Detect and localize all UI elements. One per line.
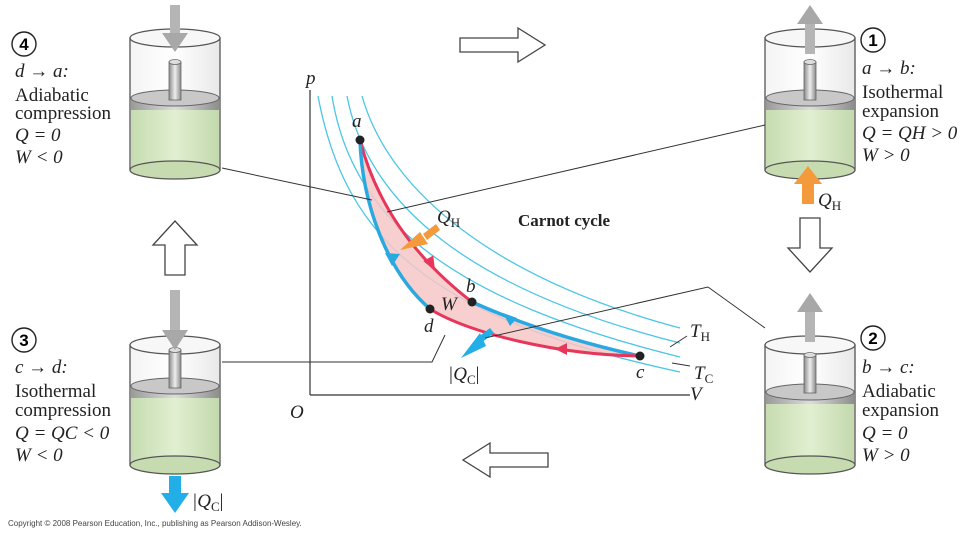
svg-text:W < 0: W < 0 <box>15 445 63 466</box>
step-2-label: 2 b → c: Adiabatic expansion Q = 0 W > 0 <box>860 325 940 466</box>
pv-diagram: QH |QC| <box>221 90 766 396</box>
work-out-arrow <box>797 5 823 24</box>
adiabat-bc <box>471 300 641 358</box>
diagram-title: Carnot cycle <box>518 211 611 230</box>
flow-arrow-right <box>459 26 547 64</box>
cylinder-step-3: |QC| <box>129 290 223 514</box>
origin-label: O <box>290 402 304 423</box>
isotherm-hot-ab <box>358 139 473 304</box>
work-label: W <box>441 294 459 315</box>
svg-text:W > 0: W > 0 <box>862 145 910 166</box>
tc-label: TC <box>694 363 713 386</box>
svg-text:QH: QH <box>818 190 841 213</box>
cylinder-step-4 <box>129 5 221 180</box>
qh-diagram-arrow <box>400 232 428 250</box>
svg-text:|QC|: |QC| <box>448 364 479 387</box>
copyright-notice: Copyright © 2008 Pearson Education, Inc.… <box>8 519 302 528</box>
cylinder-step-1: QH <box>764 5 856 213</box>
svg-text:W < 0: W < 0 <box>15 147 63 168</box>
svg-text:|QC|: |QC| <box>192 491 223 514</box>
v-axis-label: V <box>690 384 704 405</box>
step-1-badge <box>860 27 886 53</box>
isotherm-cold-cd <box>429 307 641 358</box>
svg-text:expansion: expansion <box>862 101 940 122</box>
connector-lines <box>221 124 766 363</box>
svg-text:QH: QH <box>437 207 460 230</box>
point-d <box>425 304 435 314</box>
svg-text:Q = QC < 0: Q = QC < 0 <box>15 423 110 444</box>
adiabat-da <box>358 139 432 311</box>
svg-text:Q = 0: Q = 0 <box>15 125 61 146</box>
point-c <box>635 351 645 361</box>
svg-text:a → b:: a → b: <box>862 58 916 79</box>
flow-arrow-up <box>151 220 199 276</box>
qc-diagram-arrow <box>461 333 486 358</box>
point-b <box>467 297 477 307</box>
step-3-label: 3 c → d: Isothermal compression Q = QC <… <box>11 327 112 466</box>
svg-text:b → c:: b → c: <box>862 357 915 378</box>
step-4-badge <box>11 31 37 57</box>
svg-text:Adiabatic: Adiabatic <box>15 85 89 106</box>
step-1-label: 1 a → b: Isothermal expansion Q = QH > 0… <box>860 27 958 166</box>
point-b-label: b <box>466 276 476 297</box>
svg-text:Adiabatic: Adiabatic <box>862 381 936 402</box>
svg-text:compression: compression <box>15 103 112 124</box>
svg-text:d → a:: d → a: <box>15 61 69 82</box>
svg-text:Q = 0: Q = 0 <box>862 423 908 444</box>
svg-text:compression: compression <box>15 400 112 421</box>
svg-text:Isothermal: Isothermal <box>15 381 96 402</box>
svg-text:1: 1 <box>868 31 877 50</box>
point-a <box>355 135 365 145</box>
work-in-arrow <box>170 5 180 33</box>
heat-in-arrow <box>802 182 814 204</box>
flow-arrow-left <box>461 441 549 479</box>
svg-text:4: 4 <box>19 35 29 54</box>
flow-arrow-down <box>786 217 834 273</box>
heat-in-label: Q <box>818 190 832 211</box>
cycle-region <box>360 140 640 356</box>
cycle-flow-arrows <box>151 26 834 479</box>
svg-text:expansion: expansion <box>862 400 940 421</box>
svg-text:3: 3 <box>19 331 28 350</box>
point-c-label: c <box>636 362 645 383</box>
point-a-label: a <box>352 111 362 132</box>
svg-text:2: 2 <box>868 329 877 348</box>
th-label: TH <box>690 321 710 344</box>
cylinder-step-2 <box>764 293 856 475</box>
step-3-badge <box>11 327 37 353</box>
p-axis-label: p <box>304 68 316 89</box>
svg-text:Isothermal: Isothermal <box>862 82 943 103</box>
svg-text:W > 0: W > 0 <box>862 445 910 466</box>
step-4-label: 4 d → a: Adiabatic compression Q = 0 W <… <box>11 31 112 168</box>
heat-out-arrow <box>169 476 181 494</box>
svg-text:Q = QH > 0: Q = QH > 0 <box>862 123 958 144</box>
svg-text:c → d:: c → d: <box>15 357 68 378</box>
step-2-badge <box>860 325 886 351</box>
point-d-label: d <box>424 316 434 337</box>
